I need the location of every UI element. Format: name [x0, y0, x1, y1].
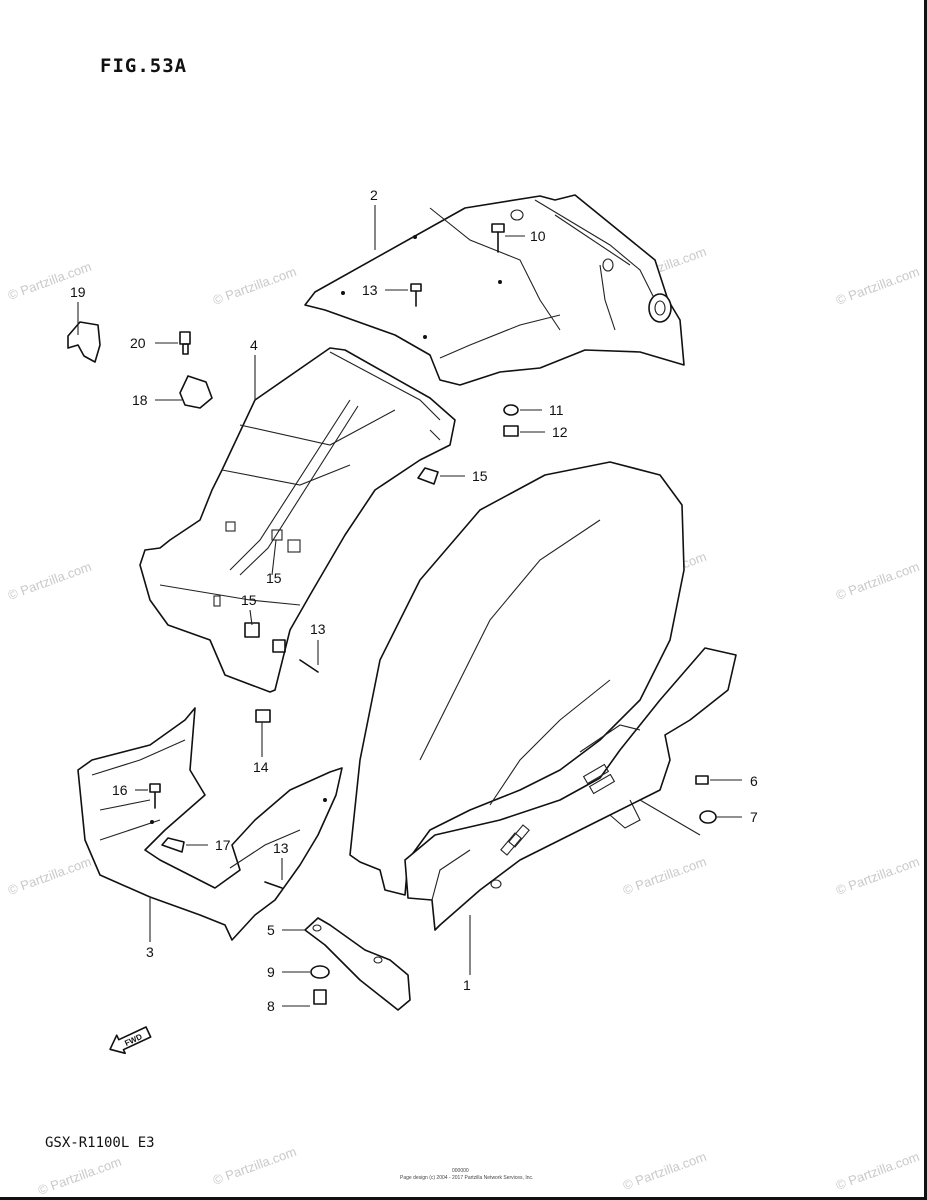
watermark: © Partzilla.com [36, 1154, 123, 1198]
callout-8: 8 [267, 998, 275, 1014]
callout-6: 6 [750, 773, 758, 789]
callout-14: 14 [253, 759, 269, 775]
callout-7: 7 [750, 809, 758, 825]
footer-line-2: Page design (c) 2004 - 2017 Partzilla Ne… [400, 1175, 533, 1181]
callout-20: 20 [130, 335, 146, 351]
figure-title: FIG.53A [100, 55, 187, 77]
hardware [67, 223, 717, 1005]
callout-2: 2 [370, 187, 378, 203]
bottom-border [0, 1197, 927, 1200]
callout-5: 5 [267, 922, 275, 938]
part-3-under-cover [77, 707, 343, 941]
callout-10: 10 [530, 228, 546, 244]
fwd-arrow-icon: FWD [109, 1026, 152, 1055]
watermark: © Partzilla.com [834, 1149, 921, 1193]
footer-line-1: 000000 [452, 1168, 469, 1174]
watermark: © Partzilla.com [621, 1149, 708, 1193]
part-5-bracket [304, 917, 411, 1011]
part-1-rear-fender [349, 461, 737, 931]
callout-12: 12 [552, 424, 568, 440]
callout-13a: 13 [362, 282, 378, 298]
watermark: © Partzilla.com [621, 854, 708, 898]
watermark: © Partzilla.com [834, 559, 921, 603]
watermark: © Partzilla.com [211, 264, 298, 308]
callout-19: 19 [70, 284, 86, 300]
callout-11: 11 [549, 402, 564, 418]
part-2-tail-bracket [304, 194, 685, 386]
callout-15b: 15 [266, 570, 282, 586]
callouts: 1 2 3 4 5 6 7 8 9 10 11 12 13 13 13 14 1… [70, 187, 758, 1014]
callout-3: 3 [146, 944, 154, 960]
callout-15c: 15 [241, 592, 257, 608]
callout-15a: 15 [472, 468, 488, 484]
watermark: © Partzilla.com [834, 854, 921, 898]
leader-lines [77, 205, 742, 1007]
callout-1: 1 [463, 977, 471, 993]
callout-16: 16 [112, 782, 128, 798]
callout-9: 9 [267, 964, 275, 980]
callout-13b: 13 [310, 621, 326, 637]
part-4-inner-fender [139, 347, 456, 693]
watermark: © Partzilla.com [834, 264, 921, 308]
callout-4: 4 [250, 337, 258, 353]
right-border [924, 0, 927, 1200]
callout-17: 17 [215, 837, 231, 853]
callout-13c: 13 [273, 840, 289, 856]
callout-18: 18 [132, 392, 148, 408]
watermark: © Partzilla.com [211, 1144, 298, 1188]
watermark: © Partzilla.com [6, 559, 93, 603]
model-code: GSX-R1100L E3 [45, 1135, 155, 1151]
watermark: © Partzilla.com [6, 854, 93, 898]
